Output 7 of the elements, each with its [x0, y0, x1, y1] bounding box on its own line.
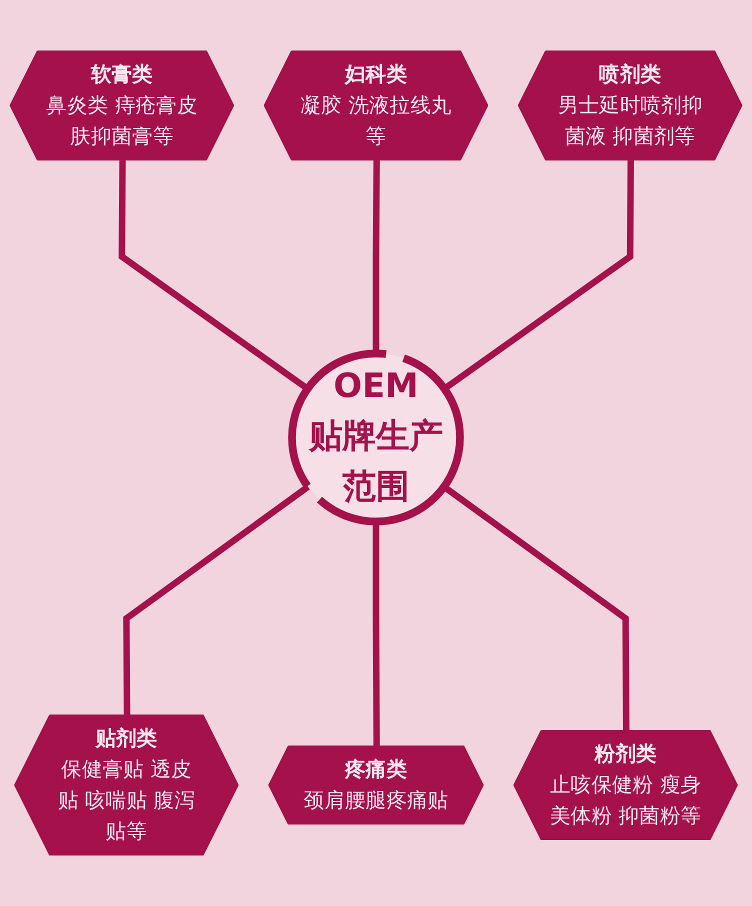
- hexagon-node: 粉剂类 止咳保健粉 瘦身美体粉 抑菌粉等: [513, 730, 738, 840]
- hexagon-node: 贴剂类 保健膏贴 透皮贴 咳喘贴 腹泻贴等: [14, 714, 239, 856]
- hexagon-node: 妇科类 凝胶 洗液拉线丸等: [264, 50, 488, 160]
- circle-node: OEM 贴牌生产范围: [288, 350, 464, 526]
- hexagon-node: 软膏类 鼻炎类 痔疮膏皮肤抑菌膏等: [10, 50, 234, 160]
- hexagon-node: 疼痛类 颈肩腰腿疼痛贴: [268, 746, 484, 824]
- hexagon-node: 喷剂类 男士延时喷剂抑菌液 抑菌剂等: [518, 50, 742, 160]
